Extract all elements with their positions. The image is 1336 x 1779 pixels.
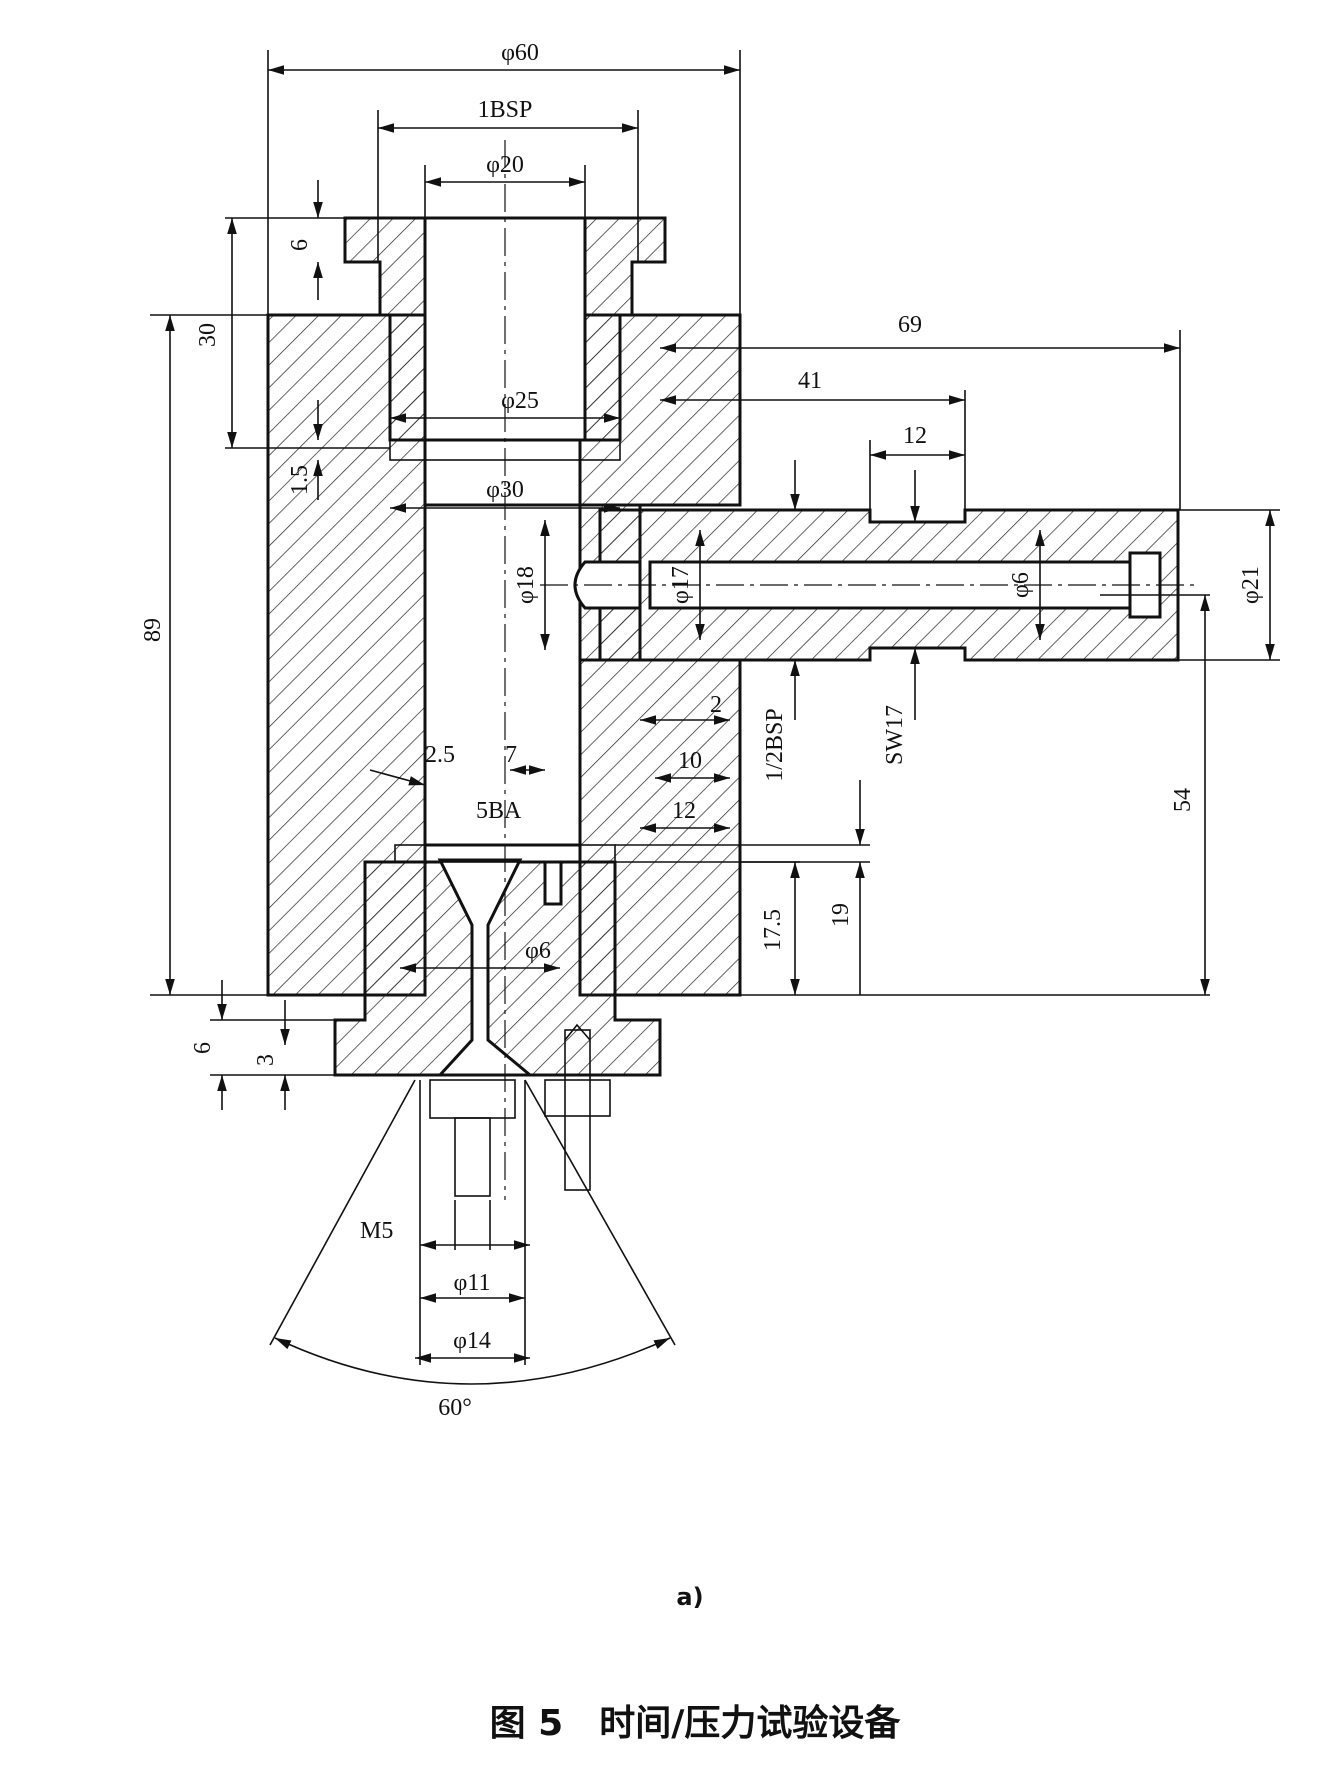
dim-length-12-top: 12 [903, 423, 927, 449]
dim-height-54: 54 [1170, 788, 1196, 812]
dim-outer-21: φ21 [1238, 566, 1264, 604]
dim-height-30: 30 [195, 323, 221, 347]
central-bore [423, 503, 582, 847]
dim-thread-half: 1/2BSP [762, 708, 788, 781]
dimension-lines [150, 50, 1280, 1385]
dim-gap-7: 7 [505, 742, 517, 768]
dim-bore-30: φ30 [486, 477, 524, 503]
dim-wrench: SW17 [882, 705, 908, 765]
bottom-screws [429, 1023, 611, 1197]
dim-height-89: 89 [140, 618, 166, 642]
dim-bore-6-bottom: φ6 [525, 938, 551, 964]
sub-figure-label: a) [676, 1583, 703, 1611]
dim-height-19: 19 [828, 903, 854, 927]
dim-bore-14: φ14 [453, 1328, 491, 1354]
dim-flange-3-bottom: 3 [253, 1054, 279, 1066]
dim-bore-18: φ18 [513, 566, 539, 604]
dim-gap-1-5: 1.5 [287, 465, 313, 495]
dim-gap-12: 12 [672, 798, 696, 824]
dim-gap-10: 10 [678, 748, 702, 774]
dim-length-41: 41 [798, 368, 822, 394]
dim-bore-6-side: φ6 [1008, 572, 1034, 598]
dim-thread-m5: M5 [360, 1218, 393, 1244]
side-arm [540, 508, 1200, 662]
dimension-labels: φ60 1BSP φ20 6 30 φ25 1.5 φ30 89 69 41 1… [140, 40, 1264, 1421]
dim-flange-top: 6 [287, 239, 313, 251]
dim-angle-60: 60° [438, 1395, 472, 1421]
dim-length-69: 69 [898, 312, 922, 338]
dim-bore-17: φ17 [668, 566, 694, 604]
figure-caption: 图 5 时间/压力试验设备 [490, 1703, 902, 1744]
5ba-hole [543, 860, 563, 906]
dim-height-17-5: 17.5 [760, 909, 786, 951]
dim-thread-5ba: 5BA [476, 798, 522, 824]
dim-outer-diameter: φ60 [501, 40, 539, 66]
dim-bore-25: φ25 [501, 388, 539, 414]
dim-gap-2-5: 2.5 [425, 742, 455, 768]
dim-thread-top: 1BSP [478, 97, 533, 123]
bottom-insert [333, 844, 662, 1077]
dim-flange-6-bottom: 6 [190, 1042, 216, 1054]
dim-gap-2: 2 [710, 692, 722, 718]
dim-bore-top: φ20 [486, 152, 524, 178]
dim-bore-11: φ11 [454, 1270, 491, 1296]
